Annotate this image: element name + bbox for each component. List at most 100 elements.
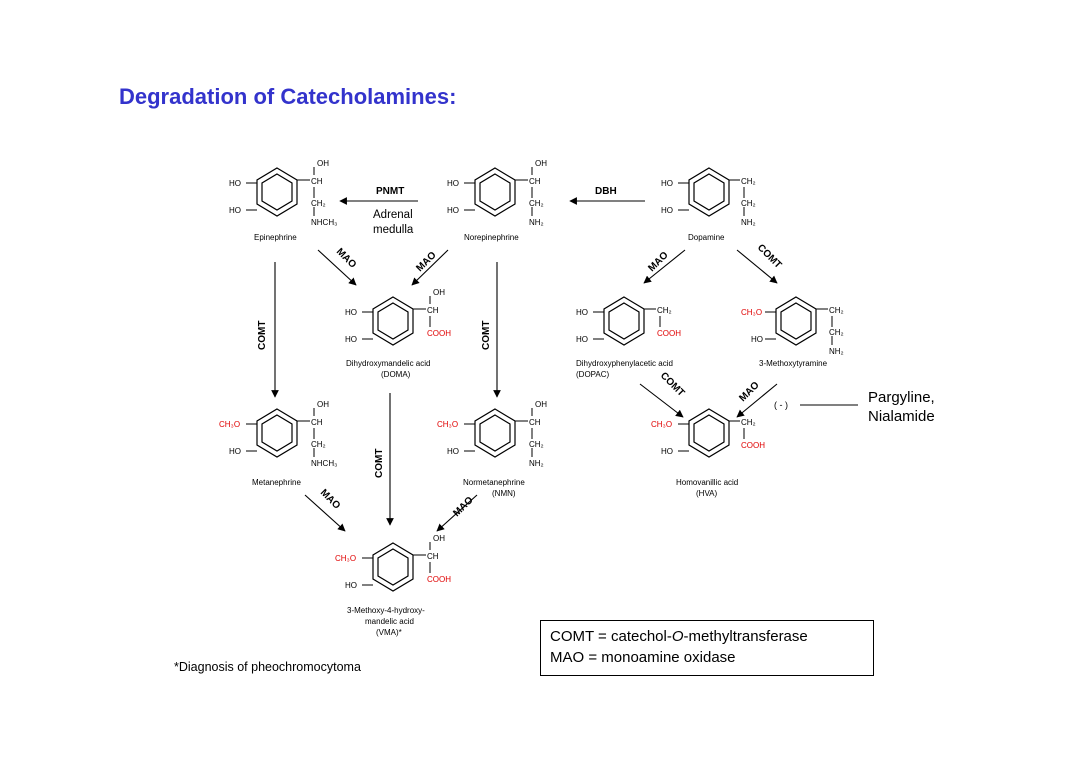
dopac-ho-2: HO bbox=[576, 335, 588, 344]
norepinephrine-ch: CH bbox=[529, 177, 541, 186]
legend-mao: MAO = monoamine oxidase bbox=[550, 649, 736, 666]
vma-cooh: COOH bbox=[427, 575, 451, 584]
normetanephrine-ch3o: CH₃O bbox=[437, 420, 458, 429]
dopamine-ho-2: HO bbox=[661, 206, 673, 215]
hva-abbr: (HVA) bbox=[696, 489, 718, 498]
vma-abbr: (VMA)* bbox=[376, 628, 402, 637]
norepinephrine-nh2: NH₂ bbox=[529, 218, 544, 227]
vma-ch: CH bbox=[427, 552, 439, 561]
enzyme-pnmt: PNMT bbox=[376, 186, 404, 197]
normetanephrine-oh: OH bbox=[535, 400, 547, 409]
enzyme-mao-normetanephrine: MAO bbox=[451, 495, 475, 519]
methoxytyramine-structure: CH₃O HO CH₂ CH₂ NH₂ 3-Methoxytyramine bbox=[741, 296, 844, 368]
methoxytyramine-ch2-2: CH₂ bbox=[829, 328, 844, 337]
norepinephrine-structure: HO HO OH CH CH₂ NH₂ Norepinephrine bbox=[447, 159, 547, 242]
arrow-dopac-comt bbox=[639, 383, 684, 418]
metanephrine-structure: CH₃O HO OH CH CH₂ NHCH₃ Metanephrine bbox=[219, 400, 337, 487]
enzyme-mao-methoxytyramine: MAO bbox=[737, 380, 761, 404]
doma-abbr: (DOMA) bbox=[381, 370, 411, 379]
dopamine-ch2-2: CH₂ bbox=[741, 199, 756, 208]
vma-label-line1: 3-Methoxy-4-hydroxy- bbox=[347, 606, 425, 615]
methoxytyramine-label: 3-Methoxytyramine bbox=[759, 359, 828, 368]
methoxytyramine-ho: HO bbox=[751, 335, 763, 344]
dopamine-nh2: NH₂ bbox=[741, 218, 756, 227]
vma-ho: HO bbox=[345, 581, 357, 590]
vma-ch3o: CH₃O bbox=[335, 554, 356, 563]
location-line1: Adrenal bbox=[373, 209, 413, 221]
hva-ch2: CH₂ bbox=[741, 418, 756, 427]
epinephrine-ch2: CH₂ bbox=[311, 199, 326, 208]
norepinephrine-label: Norepinephrine bbox=[464, 233, 519, 242]
legend-box: COMT = catechol-O-methyltransferase MAO … bbox=[540, 620, 874, 676]
dopamine-label: Dopamine bbox=[688, 233, 725, 242]
arrow-dopamine-comt bbox=[736, 249, 778, 284]
enzyme-dbh: DBH bbox=[595, 186, 617, 197]
enzyme-comt-epi: COMT bbox=[257, 321, 268, 350]
enzyme-mao-epi: MAO bbox=[334, 246, 358, 270]
inhibitor-line1: Pargyline, bbox=[868, 389, 935, 406]
arrow-normetanephrine-mao bbox=[436, 494, 478, 532]
normetanephrine-structure: CH₃O HO OH CH CH₂ NH₂ Normetanephrine (N… bbox=[437, 400, 547, 498]
legend-comt-suffix: -methyltransferase bbox=[683, 628, 808, 645]
epinephrine-structure: HO HO OH CH CH₂ NHCH₃ Epinephrine bbox=[229, 159, 337, 242]
legend-comt: COMT = catechol-O-methyltransferase bbox=[550, 626, 873, 647]
dopac-structure: HO HO CH₂ COOH Dihydroxyphenylacetic aci… bbox=[576, 296, 681, 379]
methoxytyramine-ch2-1: CH₂ bbox=[829, 306, 844, 315]
doma-ho-2: HO bbox=[345, 335, 357, 344]
dopamine-ho-1: HO bbox=[661, 179, 673, 188]
normetanephrine-label: Normetanephrine bbox=[463, 478, 525, 487]
normetanephrine-ho: HO bbox=[447, 447, 459, 456]
vma-structure: CH₃O HO OH CH COOH 3-Methoxy-4-hydroxy- … bbox=[335, 534, 451, 637]
epinephrine-ho-2: HO bbox=[229, 206, 241, 215]
metanephrine-ch2: CH₂ bbox=[311, 440, 326, 449]
normetanephrine-nh2: NH₂ bbox=[529, 459, 544, 468]
hva-ch3o: CH₃O bbox=[651, 420, 672, 429]
arrow-methoxytyramine-mao bbox=[736, 383, 778, 418]
epinephrine-oh: OH bbox=[317, 159, 329, 168]
doma-cooh: COOH bbox=[427, 329, 451, 338]
enzyme-comt-norepi: COMT bbox=[481, 321, 492, 350]
legend-comt-prefix: COMT = catechol- bbox=[550, 628, 672, 645]
enzyme-mao-dopamine: MAO bbox=[646, 250, 670, 274]
doma-structure: HO HO OH CH COOH Dihydroxymandelic acid … bbox=[345, 288, 451, 379]
doma-ch: CH bbox=[427, 306, 439, 315]
epinephrine-nhch3: NHCH₃ bbox=[311, 218, 337, 227]
metanephrine-nhch3: NHCH₃ bbox=[311, 459, 337, 468]
hva-structure: CH₃O HO CH₂ COOH Homovanillic acid (HVA) bbox=[651, 408, 765, 498]
dopac-ch2: CH₂ bbox=[657, 306, 672, 315]
hva-ho: HO bbox=[661, 447, 673, 456]
doma-label: Dihydroxymandelic acid bbox=[346, 359, 430, 368]
metanephrine-label: Metanephrine bbox=[252, 478, 301, 487]
dopac-abbr: (DOPAC) bbox=[576, 370, 610, 379]
inhibition-symbol: ( - ) bbox=[774, 400, 788, 410]
enzyme-mao-metanephrine: MAO bbox=[318, 487, 342, 511]
legend-comt-italic: O bbox=[671, 628, 684, 645]
enzyme-comt-dopac: COMT bbox=[658, 370, 687, 399]
footnote: *Diagnosis of pheochromocytoma bbox=[174, 660, 361, 674]
normetanephrine-ch2: CH₂ bbox=[529, 440, 544, 449]
arrow-epi-mao bbox=[317, 249, 357, 286]
dopamine-ch2-1: CH₂ bbox=[741, 177, 756, 186]
metanephrine-ch3o: CH₃O bbox=[219, 420, 240, 429]
arrow-norepi-mao bbox=[411, 249, 449, 286]
hva-label: Homovanillic acid bbox=[676, 478, 738, 487]
arrow-dopamine-mao bbox=[643, 249, 686, 284]
methoxytyramine-ch3o: CH₃O bbox=[741, 308, 762, 317]
dopac-cooh: COOH bbox=[657, 329, 681, 338]
arrow-metanephrine-mao bbox=[304, 494, 346, 532]
inhibitor-line2: Nialamide bbox=[868, 408, 935, 425]
slide-title: Degradation of Catecholamines: bbox=[119, 84, 457, 109]
epinephrine-label: Epinephrine bbox=[254, 233, 297, 242]
norepinephrine-ho-2: HO bbox=[447, 206, 459, 215]
metanephrine-ch: CH bbox=[311, 418, 323, 427]
vma-oh: OH bbox=[433, 534, 445, 543]
enzyme-comt-doma: COMT bbox=[374, 449, 385, 478]
dopamine-structure: HO HO CH₂ CH₂ NH₂ Dopamine bbox=[661, 167, 756, 242]
hva-cooh: COOH bbox=[741, 441, 765, 450]
epinephrine-ch: CH bbox=[311, 177, 323, 186]
dopac-label: Dihydroxyphenylacetic acid bbox=[576, 359, 673, 368]
reaction-arrows bbox=[271, 197, 858, 532]
norepinephrine-ch2: CH₂ bbox=[529, 199, 544, 208]
location-line2: medulla bbox=[373, 224, 414, 236]
